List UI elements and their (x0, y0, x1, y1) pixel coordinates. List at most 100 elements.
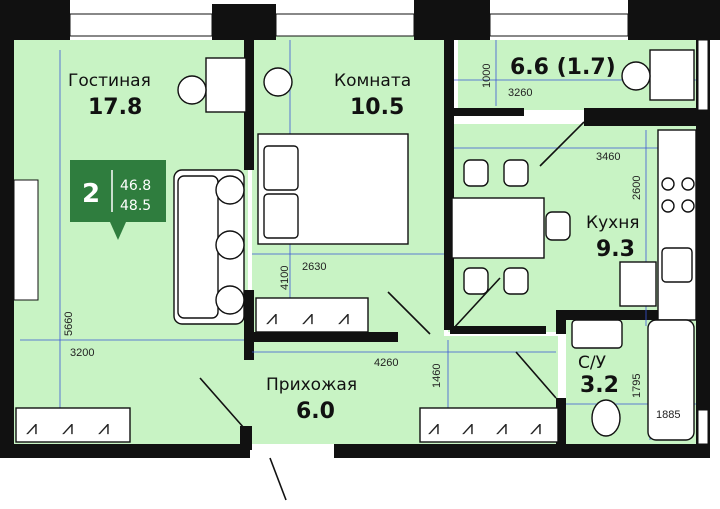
bath-area: 3.2 (580, 373, 619, 398)
kitchen-sink (661, 247, 693, 283)
walls (0, 0, 720, 458)
hanger-hall-2: ⩘ (462, 415, 473, 439)
dining-chair-1 (463, 159, 489, 187)
living-room-name: Гостиная (68, 71, 151, 91)
room-labels: Гостиная 17.8 Комната 10.5 6.6 (1.7) Кух… (68, 55, 640, 424)
bathtub (647, 319, 695, 441)
chair-living (177, 75, 207, 105)
window-right-lower (697, 409, 709, 445)
dining-chair-3 (463, 267, 489, 295)
badge-room-count: 2 (82, 179, 100, 209)
chair-balcony (621, 61, 651, 91)
dining-chair-2 (503, 159, 529, 187)
dim-bedroom-w: 2630 (302, 261, 326, 273)
dim-hall-h: 1460 (431, 364, 443, 388)
bed-pillow-1 (263, 145, 299, 191)
dim-bath-h: 1795 (631, 374, 643, 398)
stove-burner-4 (681, 199, 695, 213)
sofa-cushion-1 (215, 175, 245, 205)
kitchen-counter (657, 129, 697, 321)
window-top-right (489, 13, 629, 37)
wall-bath-top (556, 310, 696, 320)
badge-area-living: 46.8 (120, 178, 151, 194)
hanger-bedroom-1: ⩘ (266, 305, 277, 329)
fridge (619, 261, 657, 307)
living-room-area: 17.8 (88, 95, 142, 120)
wall-living-bedroom-lower (244, 290, 254, 360)
dim-balcony-w: 3260 (508, 87, 532, 99)
sofa-cushion-3 (215, 285, 245, 315)
badge-area-total: 48.5 (120, 198, 151, 214)
hanger-living-1: ⩘ (26, 415, 37, 439)
kitchen-area: 9.3 (596, 237, 635, 262)
hall-area: 6.0 (296, 399, 335, 424)
dim-balcony-h: 1000 (481, 64, 493, 88)
dining-table (451, 197, 545, 259)
chair-bedroom (263, 67, 293, 97)
bedroom-area: 10.5 (350, 95, 404, 120)
desk-balcony (649, 49, 695, 101)
wall-bath-left-lower (556, 398, 566, 448)
hanger-bedroom-2: ⩘ (302, 305, 313, 329)
doors (199, 121, 585, 501)
sofa-seat (177, 175, 219, 319)
dim-kitchen-w: 3460 (596, 151, 620, 163)
stove-burner-1 (661, 177, 675, 191)
toilet (591, 399, 621, 437)
wall-bath-left (556, 310, 566, 334)
dim-kitchen-h: 2600 (631, 176, 643, 200)
kitchen-name: Кухня (586, 213, 640, 233)
wall-right (696, 0, 710, 458)
hanger-hall-3: ⩘ (496, 415, 507, 439)
dim-hall-w: 4260 (374, 357, 398, 369)
badge-box (70, 160, 166, 222)
door-living (199, 377, 245, 429)
badge-pointer (110, 222, 126, 240)
windows (13, 13, 709, 445)
door-bedroom (387, 291, 431, 335)
wall-left (0, 0, 14, 456)
dimension-labels: 1000 3260 3460 2600 4100 2630 5660 3200 … (63, 64, 680, 421)
stove-burner-2 (681, 177, 695, 191)
door-bath (515, 351, 557, 399)
wall-bedroom-kitchen (444, 30, 454, 330)
wall-living-hall (240, 426, 252, 450)
apartment-badge: 2 46.8 48.5 (70, 160, 166, 240)
hanger-hall-4: ⩘ (530, 415, 541, 439)
door-balcony (539, 121, 585, 167)
window-left (13, 179, 39, 301)
wall-balcony-bottom (454, 108, 524, 116)
wardrobe-living (15, 407, 131, 443)
dim-living-w: 3200 (70, 347, 94, 359)
bath-name: С/У (578, 353, 607, 373)
door-kitchen (451, 277, 501, 331)
window-right (697, 39, 709, 111)
balcony-area: 6.6 (1.7) (510, 55, 616, 80)
stove-burner-3 (661, 199, 675, 213)
dim-bedroom-h: 4100 (279, 266, 291, 290)
desk-living (205, 57, 247, 113)
hanger-bedroom-3: ⩘ (338, 305, 349, 329)
hanger-living-2: ⩘ (62, 415, 73, 439)
wall-bottom-right (334, 444, 706, 458)
wardrobe-hall (419, 407, 559, 443)
wall-living-bedroom (244, 30, 254, 170)
dim-bath-w: 1885 (656, 409, 680, 421)
door-entrance (269, 457, 287, 501)
sofa-cushion-2 (215, 230, 245, 260)
bed-pillow-2 (263, 193, 299, 239)
wardrobe-bedroom (255, 297, 369, 333)
window-top-mid (275, 13, 415, 37)
wall-kitchen-top (584, 108, 696, 126)
bath-sink (571, 319, 623, 349)
dining-chair-5 (545, 211, 571, 241)
dim-living-h: 5660 (63, 312, 75, 336)
wall-bedroom-bottom (250, 332, 398, 342)
dining-chair-4 (503, 267, 529, 295)
hanger-marks: ⩘ ⩘ ⩘ ⩘ ⩘ ⩘ ⩘ ⩘ ⩘ ⩘ (26, 305, 541, 439)
window-top-left (69, 13, 213, 37)
hanger-living-3: ⩘ (98, 415, 109, 439)
wall-kitchen-bottom (450, 326, 546, 334)
hall-name: Прихожая (266, 375, 357, 395)
